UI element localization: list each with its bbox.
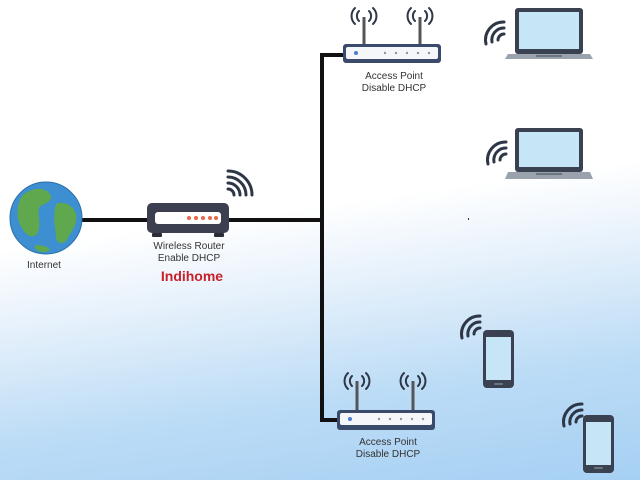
router-signal-icon [226, 169, 254, 197]
access-point-1-antenna-signal-icon [350, 7, 434, 25]
access-point-1-icon [343, 17, 441, 63]
access-point-2-dhcp-status: Disable DHCP [355, 449, 421, 460]
internet-label: Internet [27, 260, 61, 271]
laptop-1-signal-icon [484, 20, 506, 46]
cable-trunk-vertical [320, 53, 345, 422]
access-point-1-dhcp-status: Disable DHCP [361, 83, 427, 94]
laptop-2-signal-icon [486, 140, 508, 166]
router-name: Wireless Router [153, 241, 225, 252]
router-dhcp-status: Enable DHCP [157, 253, 221, 264]
laptop-1-icon [505, 8, 593, 59]
access-point-1-name: Access Point [365, 71, 423, 82]
globe-icon [9, 181, 83, 255]
phone-2-icon [583, 415, 614, 473]
phone-1-icon [483, 330, 514, 388]
access-point-2-antenna-signal-icon [343, 372, 427, 390]
cables [82, 53, 345, 422]
access-point-2-name: Access Point [359, 437, 417, 448]
stray-dot [468, 218, 469, 220]
phone-2-signal-icon [562, 402, 584, 428]
wireless-router-icon [147, 203, 229, 237]
router-brand-label: Indihome [160, 268, 224, 284]
laptop-2-icon [505, 128, 593, 179]
access-point-2-icon [337, 381, 435, 430]
phone-1-signal-icon [460, 314, 482, 340]
